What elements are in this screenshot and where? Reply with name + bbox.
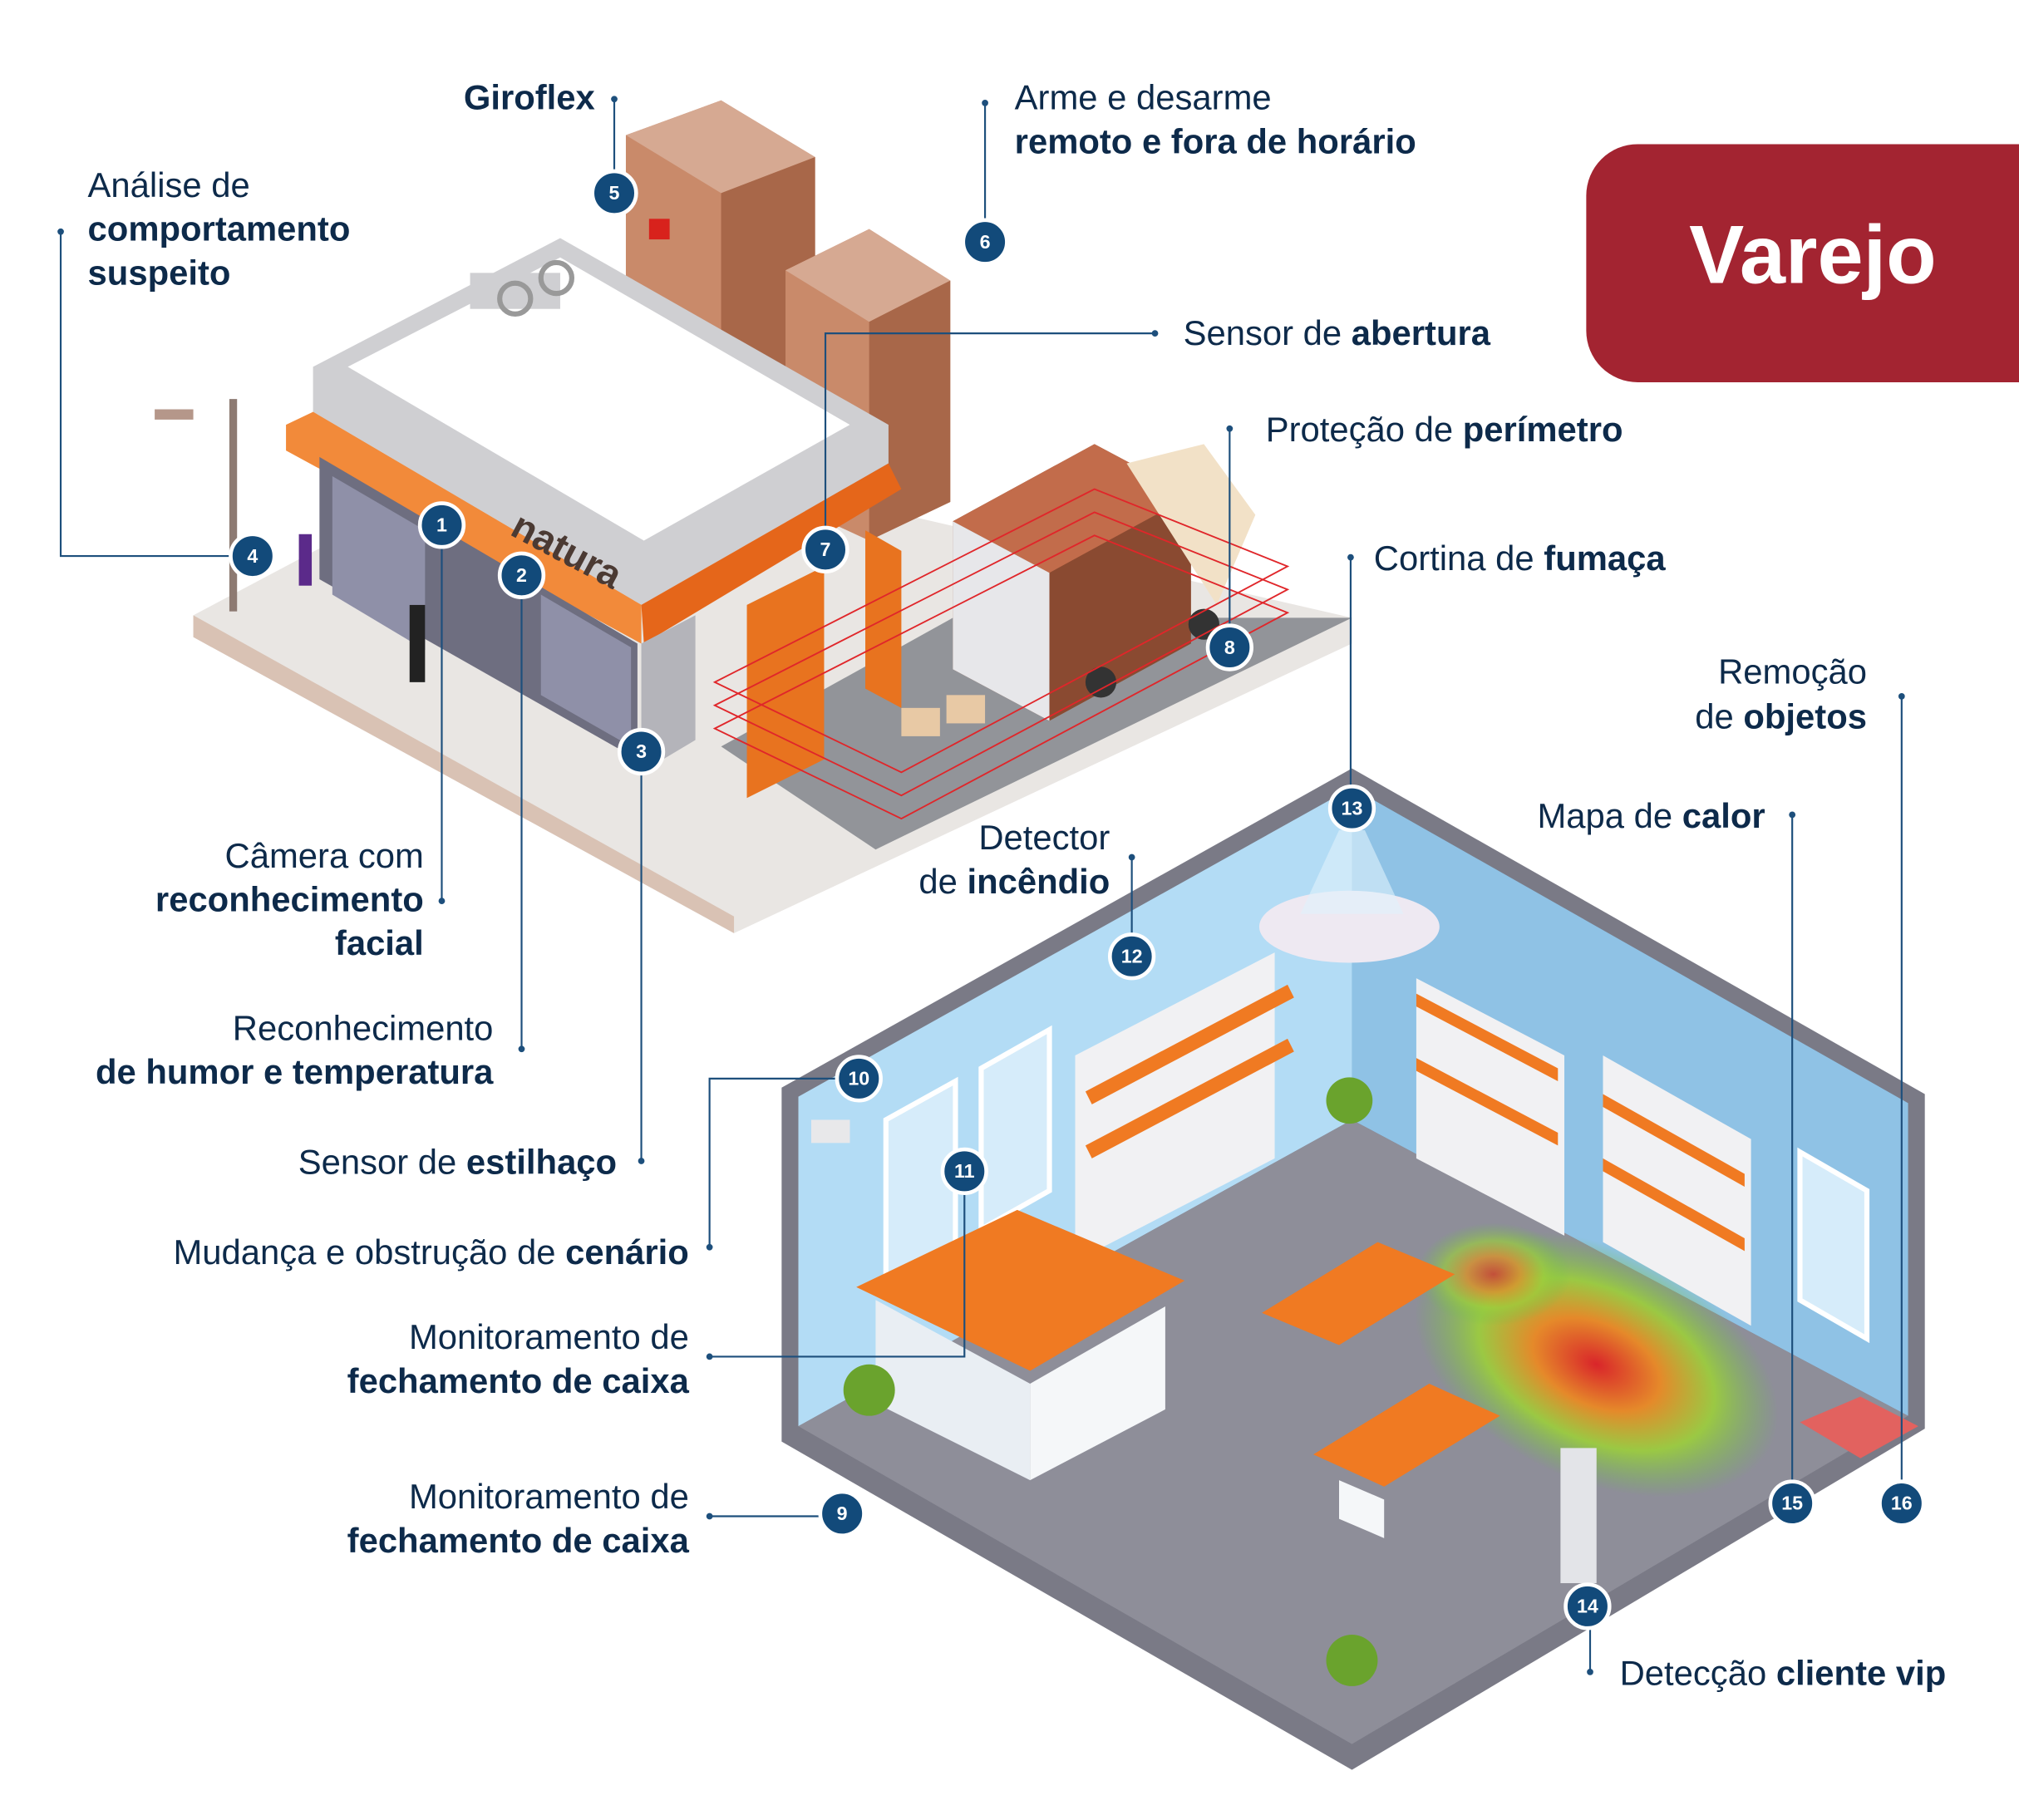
marker-1[interactable]: 1 xyxy=(417,501,466,549)
marker-5[interactable]: 5 xyxy=(590,169,638,217)
svg-text:6: 6 xyxy=(980,231,991,253)
marker-2[interactable]: 2 xyxy=(497,551,546,599)
svg-text:Monitoramento de: Monitoramento de xyxy=(409,1317,689,1356)
label-mapa-calor: Mapa de calor xyxy=(1537,796,1765,835)
marker-14[interactable]: 14 xyxy=(1563,1582,1612,1631)
svg-text:13: 13 xyxy=(1342,797,1363,819)
svg-text:1: 1 xyxy=(436,514,447,536)
marker-15[interactable]: 15 xyxy=(1768,1479,1816,1527)
varejo-badge: Varejo xyxy=(1586,144,2019,382)
svg-text:fechamento de caixa: fechamento de caixa xyxy=(347,1361,690,1400)
marker-11[interactable]: 11 xyxy=(940,1147,988,1196)
svg-text:14: 14 xyxy=(1577,1596,1598,1617)
svg-text:reconhecimento: reconhecimento xyxy=(155,880,424,919)
svg-text:8: 8 xyxy=(1224,637,1235,658)
label-arme-desarme: Arme e desarme remoto e fora de horário xyxy=(1015,78,1416,161)
labels: Giroflex Arme e desarme remoto e fora de… xyxy=(88,78,1947,1693)
label-sensor-abertura: Sensor de abertura xyxy=(1184,313,1491,352)
label-detector-incendio: Detector de incêndio xyxy=(918,818,1110,901)
svg-text:Reconhecimento: Reconhecimento xyxy=(233,1008,494,1047)
label-monitoramento-caixa-2: Monitoramento de fechamento de caixa xyxy=(347,1477,690,1560)
marker-10[interactable]: 10 xyxy=(835,1055,883,1103)
svg-text:Arme e desarme: Arme e desarme xyxy=(1015,78,1272,117)
svg-text:15: 15 xyxy=(1781,1493,1803,1514)
label-deteccao-cliente-vip: Detecção cliente vip xyxy=(1620,1653,1947,1692)
marker-16[interactable]: 16 xyxy=(1878,1479,1926,1527)
label-camera-reconhecimento-facial: Câmera com reconhecimento facial xyxy=(155,836,424,962)
svg-text:2: 2 xyxy=(516,564,527,586)
store-interior-illustration xyxy=(781,768,1925,1770)
svg-text:de incêndio: de incêndio xyxy=(918,862,1110,901)
svg-text:fechamento de caixa: fechamento de caixa xyxy=(347,1521,690,1560)
svg-text:3: 3 xyxy=(636,740,647,762)
label-cortina-fumaca: Cortina de fumaça xyxy=(1374,539,1667,578)
svg-text:4: 4 xyxy=(247,545,258,567)
svg-text:11: 11 xyxy=(954,1160,975,1182)
label-analise-comportamento: Análise de comportamento suspeito xyxy=(88,165,351,292)
svg-text:Detector: Detector xyxy=(978,818,1110,857)
label-giroflex: Giroflex xyxy=(464,78,595,117)
marker-7[interactable]: 7 xyxy=(801,525,849,573)
svg-text:5: 5 xyxy=(609,182,620,204)
svg-text:16: 16 xyxy=(1891,1493,1913,1514)
svg-text:de humor e temperatura: de humor e temperatura xyxy=(96,1052,494,1091)
badge-title: Varejo xyxy=(1689,209,1937,302)
marker-6[interactable]: 6 xyxy=(961,218,1009,266)
marker-4[interactable]: 4 xyxy=(229,532,277,580)
svg-text:suspeito: suspeito xyxy=(88,253,231,292)
svg-text:comportamento: comportamento xyxy=(88,209,351,248)
svg-text:Câmera com: Câmera com xyxy=(225,836,424,875)
marker-13[interactable]: 13 xyxy=(1327,784,1376,833)
svg-text:Remoção: Remoção xyxy=(1718,652,1867,691)
marker-12[interactable]: 12 xyxy=(1107,932,1156,981)
svg-text:9: 9 xyxy=(837,1503,848,1524)
svg-text:Monitoramento de: Monitoramento de xyxy=(409,1477,689,1516)
marker-9[interactable]: 9 xyxy=(818,1489,866,1538)
svg-text:Análise de: Análise de xyxy=(88,165,250,204)
svg-text:de objetos: de objetos xyxy=(1695,697,1867,736)
leader-lines xyxy=(57,96,1905,1675)
svg-text:10: 10 xyxy=(848,1068,869,1090)
svg-text:7: 7 xyxy=(820,539,831,560)
svg-text:12: 12 xyxy=(1121,946,1143,967)
label-mudanca-cenario: Mudança e obstrução de cenário xyxy=(173,1232,688,1272)
label-sensor-estilhaco: Sensor de estilhaço xyxy=(298,1143,617,1182)
label-reconhecimento-humor: Reconhecimento de humor e temperatura xyxy=(96,1008,494,1091)
markers: 1 2 3 4 5 6 7 8 9 10 11 12 13 14 15 16 xyxy=(229,169,1926,1631)
label-monitoramento-caixa-1: Monitoramento de fechamento de caixa xyxy=(347,1317,690,1400)
label-remocao-objetos: Remoção de objetos xyxy=(1695,652,1867,735)
storefront-illustration: natura xyxy=(155,100,1352,933)
label-protecao-perimetro: Proteção de perímetro xyxy=(1266,410,1623,449)
svg-text:facial: facial xyxy=(335,923,424,962)
svg-text:remoto e fora de horário: remoto e fora de horário xyxy=(1015,121,1416,160)
marker-3[interactable]: 3 xyxy=(617,727,666,776)
marker-8[interactable]: 8 xyxy=(1205,623,1253,671)
